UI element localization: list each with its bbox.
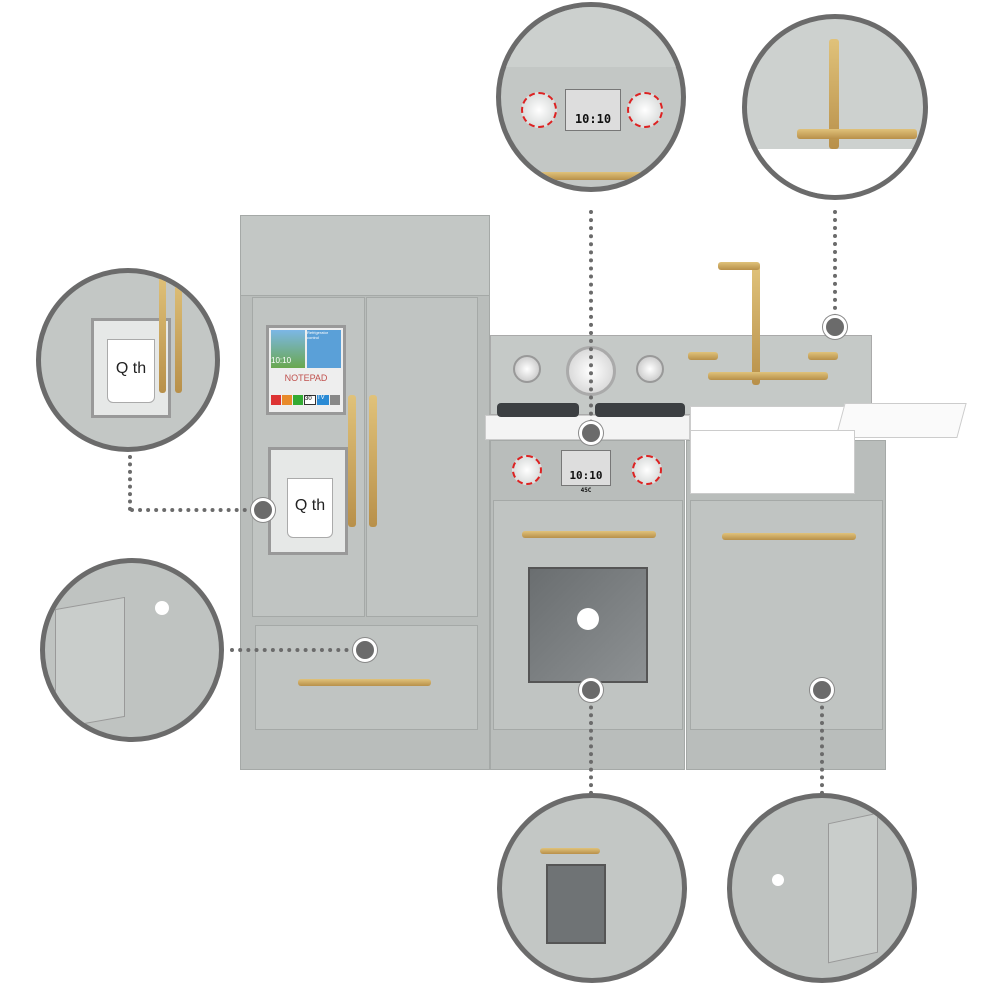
oven-display: 10:10 45C xyxy=(561,450,611,494)
zoom-circle-faucet xyxy=(742,14,928,200)
side-shelf[interactable] xyxy=(835,403,967,438)
fridge-right-handle[interactable] xyxy=(369,395,377,527)
tv-icon[interactable]: TV xyxy=(317,395,329,405)
callout-line-stove xyxy=(589,210,593,432)
cup: Q th xyxy=(287,478,333,538)
zoom-knob-right xyxy=(627,92,663,128)
callout-dot-dispenser[interactable] xyxy=(251,498,275,522)
callout-dot-drawer[interactable] xyxy=(353,638,377,662)
burner-left xyxy=(497,403,579,417)
oven-handle[interactable] xyxy=(522,531,656,538)
callout-line-cabinet xyxy=(820,690,824,795)
gauge-right xyxy=(636,355,664,383)
callout-dot-cabinet[interactable] xyxy=(810,678,834,702)
oven-temp: 45C xyxy=(580,487,592,494)
fridge-left-handle[interactable] xyxy=(348,395,356,527)
settings-icon[interactable] xyxy=(330,395,340,405)
oven-time: 10:10 xyxy=(569,469,603,482)
faucet-bridge xyxy=(708,372,828,380)
fridge-screen[interactable]: 10:10 Refrigerator control NOTEPAD 30 TV xyxy=(266,325,346,415)
zoom-oven-display: 10:10 xyxy=(565,89,621,131)
callout-line-faucet xyxy=(833,210,837,326)
notepad-label: NOTEPAD xyxy=(284,373,328,383)
drawer-handle[interactable] xyxy=(298,679,431,686)
callout-dot-faucet[interactable] xyxy=(823,315,847,339)
screen-clock: 10:10 xyxy=(271,330,305,368)
faucet-left-handle[interactable] xyxy=(688,352,718,360)
callout-line-drawer xyxy=(230,648,365,652)
burner-right xyxy=(595,403,685,417)
water-dispenser[interactable]: Q th xyxy=(268,447,348,555)
zoom-circle-stove-controls: 10:10 xyxy=(496,2,686,192)
gauge-left xyxy=(513,355,541,383)
cabinet-handle[interactable] xyxy=(722,533,856,540)
zoom-oven-handle xyxy=(531,172,651,180)
oven-knob-hole xyxy=(577,608,599,630)
faucet-spout xyxy=(718,262,760,270)
zoom-knob-left xyxy=(521,92,557,128)
sink-basin-front xyxy=(690,430,855,494)
home-icon[interactable] xyxy=(271,395,281,405)
knob-right[interactable] xyxy=(632,455,662,485)
zoom-cup: Q th xyxy=(107,339,155,403)
callout-dot-stove[interactable] xyxy=(579,421,603,445)
zoom-circle-dispenser: Q th xyxy=(36,268,220,452)
zoom-circle-oven xyxy=(497,793,687,983)
phone-icon[interactable] xyxy=(293,395,303,405)
app-icon[interactable] xyxy=(282,395,292,405)
knob-left[interactable] xyxy=(512,455,542,485)
calendar-icon[interactable]: 30 xyxy=(304,395,316,405)
faucet-right-handle[interactable] xyxy=(808,352,838,360)
callout-dot-oven[interactable] xyxy=(579,678,603,702)
zoom-oven-time: 10:10 xyxy=(574,112,612,126)
callout-line-dispenser-h xyxy=(130,508,263,512)
zoom-circle-sink-cabinet xyxy=(727,793,917,983)
fridge-right-door xyxy=(366,297,478,617)
faucet[interactable] xyxy=(752,265,760,385)
zoom-circle-drawer-cabinet xyxy=(40,558,224,742)
callout-line-dispenser-v xyxy=(128,455,132,511)
callout-line-oven xyxy=(589,690,593,795)
screen-panel-title: Refrigerator control xyxy=(307,330,341,368)
fridge-top-cabinet xyxy=(240,215,490,297)
